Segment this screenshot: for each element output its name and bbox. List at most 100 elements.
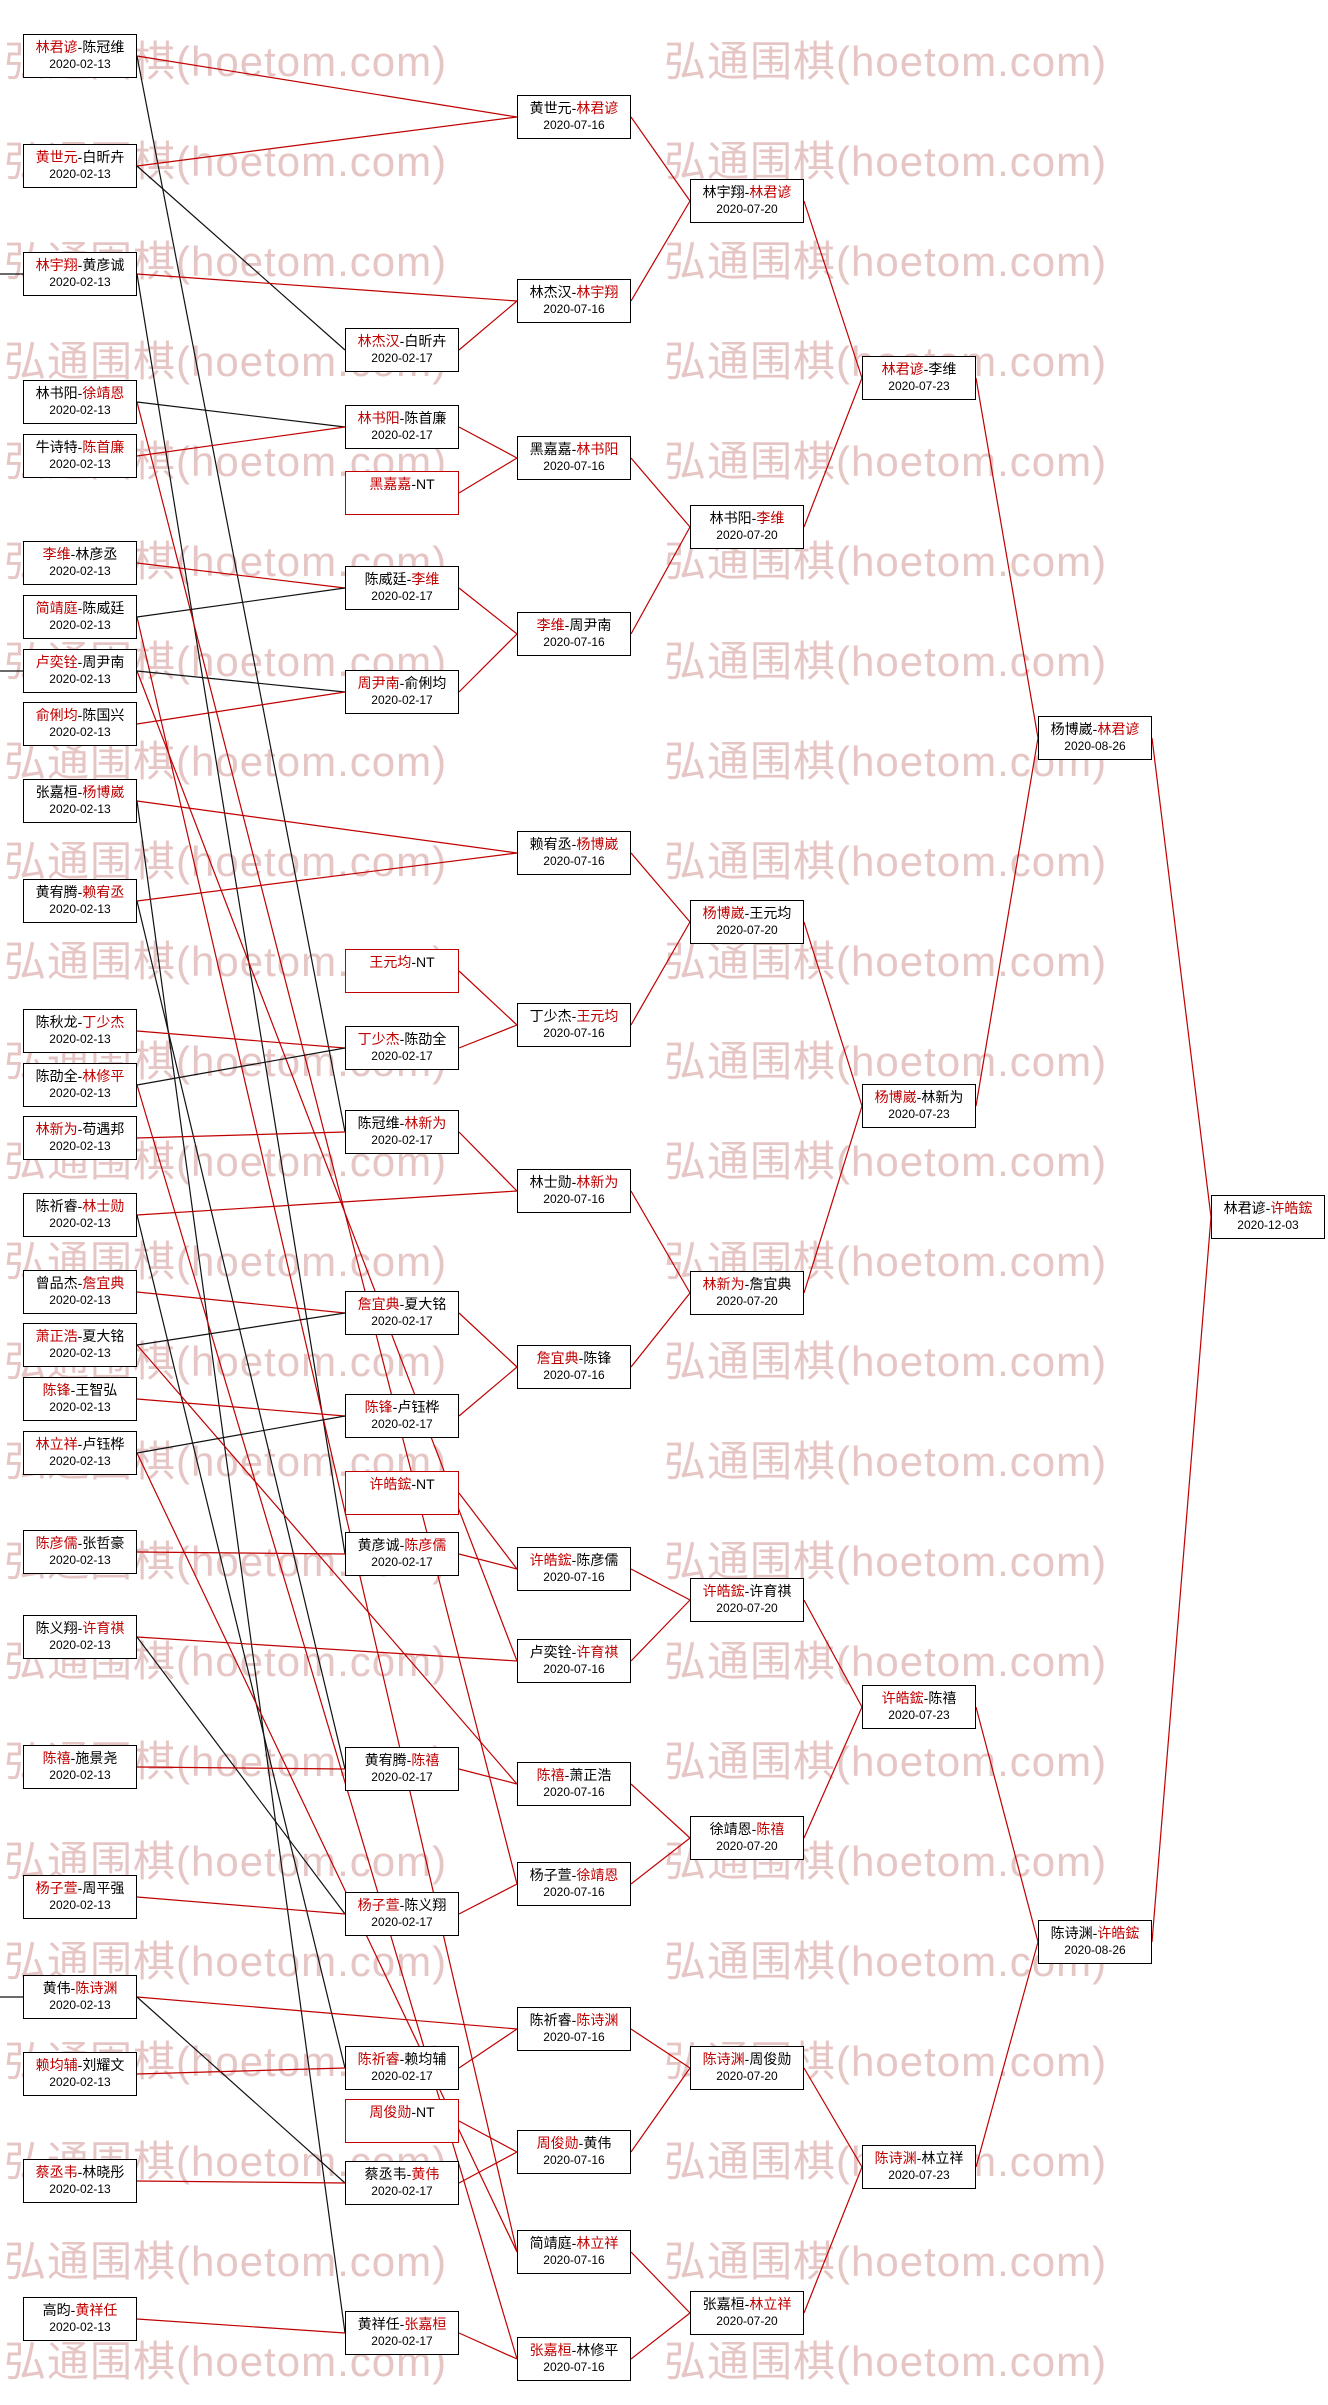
- vs-dash: -: [399, 675, 405, 691]
- match-players: 张嘉桓-林修平: [518, 2341, 630, 2359]
- player1-name: 陈禧: [536, 1767, 565, 1783]
- player1-name: 陈彦儒: [35, 1535, 78, 1551]
- match-date: 2020-02-13: [49, 1400, 111, 1414]
- player2-name: 徐靖恩: [576, 1867, 619, 1883]
- player1-name: 李维: [536, 617, 565, 633]
- player2-name: 许皓鋐: [1270, 1200, 1313, 1216]
- player1-name: 陈祈睿: [357, 2051, 400, 2067]
- match-box-B6[interactable]: 王元均-NT: [345, 949, 459, 993]
- match-players: 陈诗渊-林立祥: [863, 2149, 975, 2167]
- match-players: 黄彦诚-陈彦儒: [346, 1536, 458, 1554]
- match-box-B16[interactable]: 周俊勋-NT: [345, 2099, 459, 2143]
- bracket-connector: [803, 1105, 863, 1294]
- match-date: 2020-02-17: [371, 1417, 433, 1431]
- bracket-connector: [803, 2067, 863, 2168]
- match-box-B3[interactable]: 黑嘉嘉-NT: [345, 471, 459, 515]
- vs-dash: -: [411, 954, 416, 970]
- match-players: 周俊勋-黄伟: [518, 2134, 630, 2152]
- match-date: 2020-02-13: [49, 618, 111, 632]
- match-players: 林书阳-李维: [691, 509, 803, 527]
- vs-dash: -: [1265, 1200, 1271, 1216]
- match-players: 林书阳-陈首廉: [346, 409, 458, 427]
- match-date: 2020-02-13: [49, 1638, 111, 1652]
- match-box-B11[interactable]: 许皓鋐-NT: [345, 1471, 459, 1515]
- vs-dash: -: [411, 1476, 416, 1492]
- watermark-text: 弘通围棋(hoetom.com): [664, 1538, 1108, 1585]
- match-players: 蔡丞韦-林晓彤: [24, 2163, 136, 2181]
